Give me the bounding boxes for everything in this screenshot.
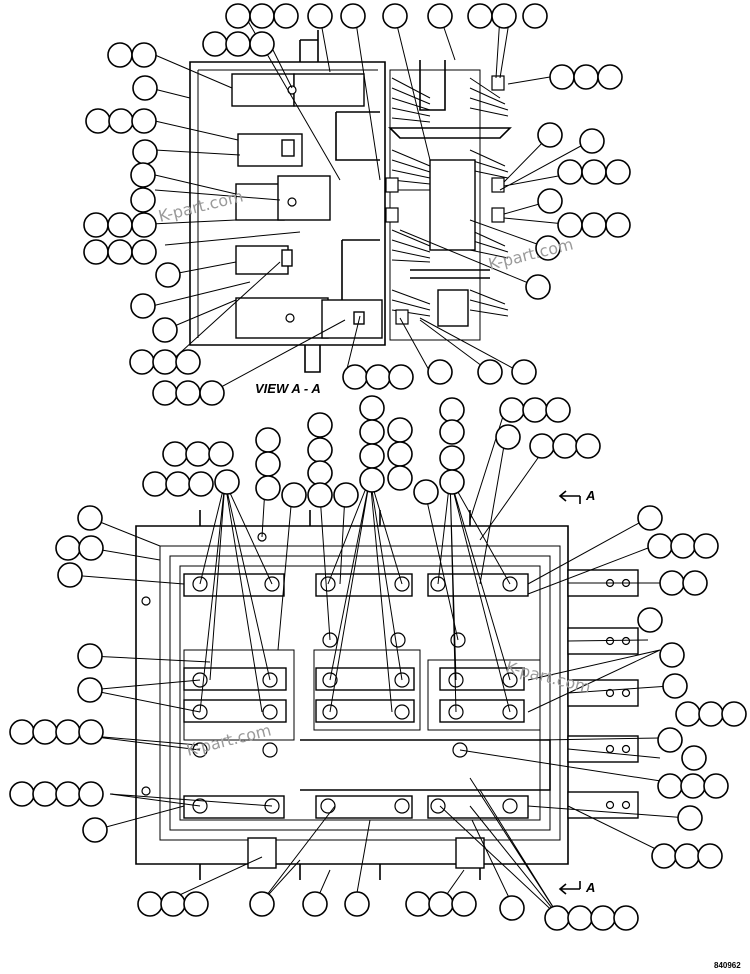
watermark-mid: K-part.com	[486, 234, 575, 273]
callout-bubbles	[9, 3, 747, 931]
watermark-left: K-part.com	[184, 720, 273, 759]
section-arrow-bottom: A	[558, 880, 595, 895]
drawing-code: 840962	[714, 961, 741, 970]
main-view-drawing	[135, 510, 639, 880]
section-marker-top: A	[585, 488, 595, 503]
watermark-right: K-part.com	[504, 657, 593, 696]
view-label: VIEW A - A	[255, 381, 321, 396]
section-arrow-top: A	[558, 488, 595, 504]
view-a-a-drawing	[189, 30, 512, 373]
leader-lines	[69, 15, 689, 919]
section-marker-bottom: A	[585, 880, 595, 895]
